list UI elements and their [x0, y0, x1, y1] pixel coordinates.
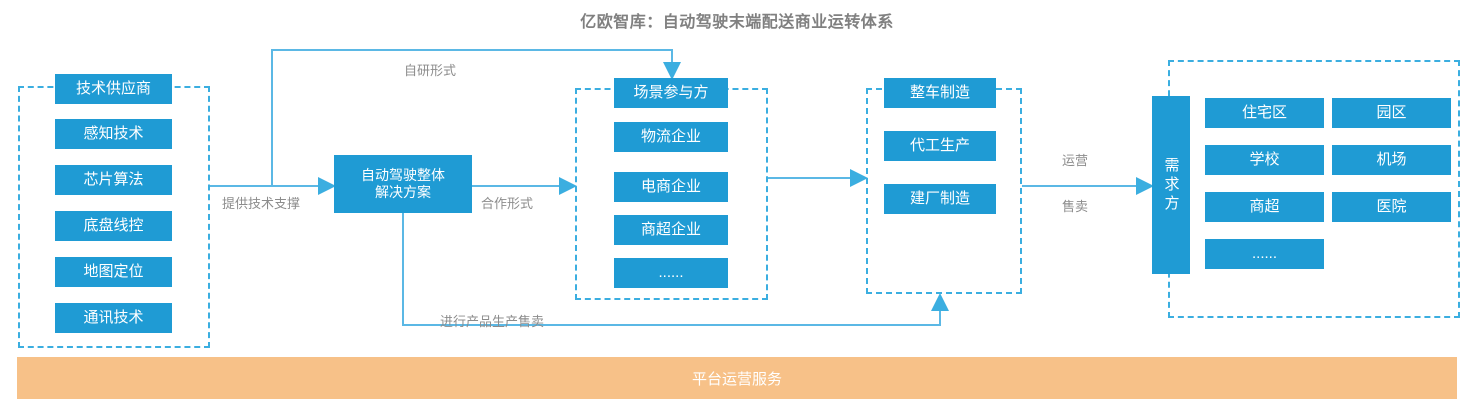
label-selling: 售卖 — [1062, 199, 1089, 214]
solution-line-2: 解决方案 — [375, 184, 431, 200]
label-production-sales: 进行产品生产售卖 — [440, 314, 545, 329]
scene-party-item-0[interactable]: 物流企业 — [614, 122, 728, 152]
label-tech-support: 提供技术支撑 — [222, 196, 301, 211]
demand-side-item-园区[interactable]: 园区 — [1332, 98, 1451, 128]
manufacturing-item-0[interactable]: 代工生产 — [884, 131, 996, 161]
tech-supplier-item-2[interactable]: 底盘线控 — [55, 211, 172, 241]
demand-side-item-医院[interactable]: 医院 — [1332, 192, 1451, 222]
label-cooperation: 合作形式 — [481, 196, 534, 211]
scene-party-item-2[interactable]: 商超企业 — [614, 215, 728, 245]
tech-supplier-item-1[interactable]: 芯片算法 — [55, 165, 172, 195]
tech-supplier-item-3[interactable]: 地图定位 — [55, 257, 172, 287]
demand-side-item-住宅区[interactable]: 住宅区 — [1205, 98, 1324, 128]
tech-supplier-item-4[interactable]: 通讯技术 — [55, 303, 172, 333]
manufacturing-item-1[interactable]: 建厂制造 — [884, 184, 996, 214]
scene-party-header[interactable]: 场景参与方 — [614, 78, 728, 108]
demand-side-item-机场[interactable]: 机场 — [1332, 145, 1451, 175]
label-operation: 运营 — [1062, 153, 1089, 168]
scene-party-item-1[interactable]: 电商企业 — [614, 172, 728, 202]
scene-party-item-3[interactable]: ...... — [614, 258, 728, 288]
demand-side-item-学校[interactable]: 学校 — [1205, 145, 1324, 175]
tech-supplier-item-0[interactable]: 感知技术 — [55, 119, 172, 149]
autonomous-driving-solution-box[interactable]: 自动驾驶整体 解决方案 — [334, 155, 472, 213]
solution-line-1: 自动驾驶整体 — [361, 166, 445, 183]
label-self-research: 自研形式 — [404, 63, 457, 78]
demand-side-header[interactable]: 需求方 — [1152, 96, 1190, 274]
demand-side-item-more[interactable]: ...... — [1205, 239, 1324, 269]
page-title: 亿欧智库：自动驾驶末端配送商业运转体系 — [580, 14, 894, 31]
tech-supplier-header[interactable]: 技术供应商 — [55, 74, 172, 104]
manufacturing-header[interactable]: 整车制造 — [884, 78, 996, 108]
demand-side-item-商超[interactable]: 商超 — [1205, 192, 1324, 222]
platform-service-bar[interactable]: 平台运营服务 — [17, 357, 1457, 399]
